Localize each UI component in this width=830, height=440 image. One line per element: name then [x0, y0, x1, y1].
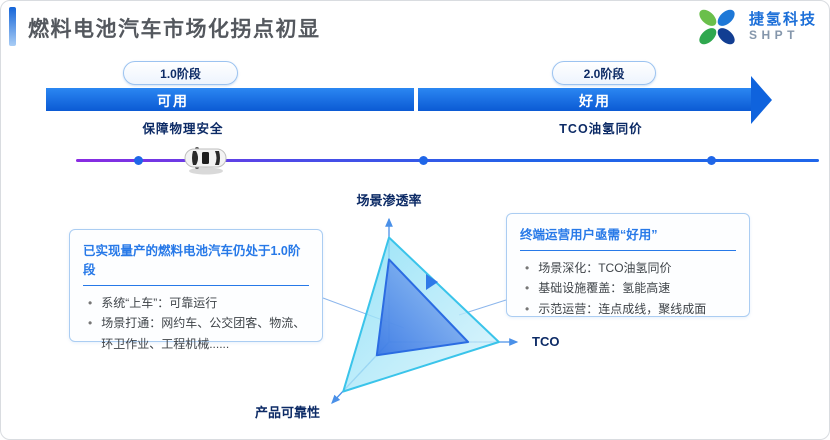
- right-callout-title: 终端运营用户亟需“好用”: [520, 224, 736, 251]
- left-callout-title: 已实现量产的燃料电池汽车仍处于1.0阶段: [83, 240, 309, 286]
- radar-chart: [322, 217, 519, 404]
- timeline-bar: [46, 88, 751, 111]
- axis-label-reliability: 产品可靠性: [255, 405, 321, 420]
- stage2-bar-label: 好用: [579, 93, 611, 109]
- timeline-arrow-head: [751, 76, 772, 124]
- car-top-view-icon: [184, 147, 227, 175]
- stage1-bar-label: 可用: [157, 93, 189, 109]
- radar-series-stage1: [375, 258, 470, 357]
- stage2-subtitle: TCO油氢同价: [559, 122, 643, 136]
- right-callout-box: 终端运营用户亟需“好用” 场景深化：TCO油氢同价 基础设施覆盖：氢能高速 示范…: [506, 213, 750, 317]
- bullet-item: 基础设施覆盖：氢能高速: [520, 278, 736, 298]
- logo-abbr: SHPT: [748, 27, 799, 42]
- logo-name: 捷氢科技: [748, 11, 817, 29]
- expansion-play-icon: [426, 274, 438, 290]
- title-accent-bar: [9, 7, 16, 46]
- logo-x-icon: [699, 9, 735, 45]
- timeline-bar-divider: [414, 88, 418, 111]
- bullet-item: 场景深化：TCO油氢同价: [520, 258, 736, 278]
- road-dot: [134, 156, 143, 165]
- bullet-item: 场景打通：网约车、公交团客、物流、环卫作业、工程机械......: [83, 313, 309, 354]
- page-title: 燃料电池汽车市场化拐点初显: [28, 18, 321, 41]
- road-dot: [707, 156, 716, 165]
- stage1-badge: 1.0阶段: [123, 61, 238, 85]
- road-gradient-line: [76, 159, 819, 162]
- stage1-subtitle: 保障物理安全: [142, 122, 224, 136]
- right-callout-bullets: 场景深化：TCO油氢同价 基础设施覆盖：氢能高速 示范运营：连点成线，聚线成面: [520, 258, 736, 319]
- road-dot: [419, 156, 428, 165]
- company-logo: 捷氢科技 SHPT: [689, 5, 823, 49]
- left-callout-bullets: 系统“上车”：可靠运行 场景打通：网约车、公交团客、物流、环卫作业、工程机械..…: [83, 293, 309, 354]
- stage2-badge: 2.0阶段: [552, 61, 656, 85]
- axis-label-tco: TCO: [532, 334, 560, 349]
- bullet-item: 系统“上车”：可靠运行: [83, 293, 309, 313]
- bullet-item: 示范运营：连点成线，聚线成面: [520, 299, 736, 319]
- left-callout-box: 已实现量产的燃料电池汽车仍处于1.0阶段 系统“上车”：可靠运行 场景打通：网约…: [69, 229, 323, 351]
- axis-label-penetration: 场景渗透率: [356, 193, 422, 208]
